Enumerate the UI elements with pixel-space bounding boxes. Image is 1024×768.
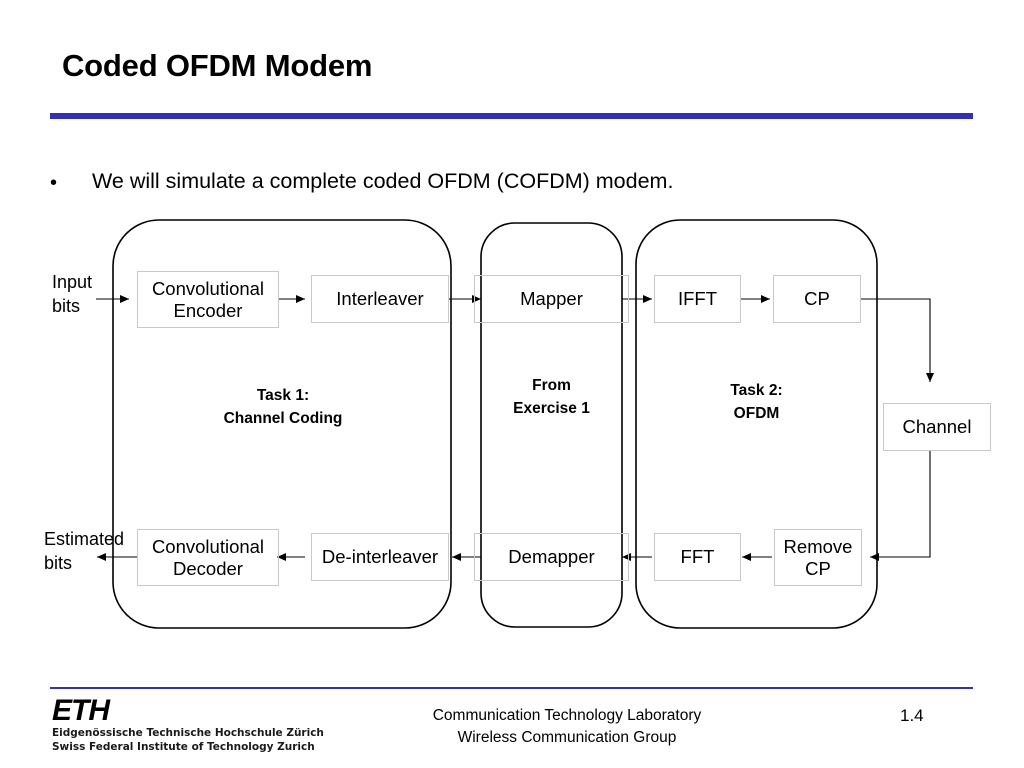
block-convolutional-decoder[interactable]: Convolutional Decoder	[137, 529, 279, 586]
group-label-task1: Task 1: Channel Coding	[223, 387, 343, 427]
bullet-marker-icon: •	[50, 172, 58, 194]
eth-logo-line-en: Swiss Federal Institute of Technology Zu…	[52, 741, 315, 753]
group-container-task1	[112, 219, 452, 629]
block-convolutional-encoder[interactable]: Convolutional Encoder	[137, 271, 279, 328]
cofdm-block-diagram: Input bits Estimated bits Task 1: Channe…	[0, 200, 1024, 660]
group-container-exercise1	[480, 222, 623, 628]
eth-logo-mark: ETH	[52, 694, 110, 727]
slide-number: 1.4	[900, 706, 924, 725]
footer-affiliation-line2: Wireless Communication Group	[457, 729, 677, 746]
block-demapper[interactable]: Demapper	[474, 533, 629, 581]
group-label-exercise1: From Exercise 1	[513, 377, 590, 417]
connector-channel-to-remove-cp	[870, 450, 931, 561]
block-de-interleaver[interactable]: De-interleaver	[311, 533, 449, 581]
bullet-row: • We will simulate a complete coded OFDM…	[50, 166, 950, 198]
footer-divider	[50, 687, 973, 689]
block-channel[interactable]: Channel	[883, 403, 991, 451]
page-title: Coded OFDM Modem	[62, 48, 373, 83]
connector-cp-to-channel	[861, 298, 934, 382]
edge-label-input-bits: Input bits	[52, 272, 93, 316]
block-interleaver[interactable]: Interleaver	[311, 275, 449, 323]
group-label-task2: Task 2: OFDM	[730, 382, 783, 422]
eth-logo: ETH Eidgenössische Technische Hochschule…	[52, 696, 352, 754]
block-cp[interactable]: CP	[773, 275, 861, 323]
diagram-vector-layer	[96, 219, 934, 629]
block-fft[interactable]: FFT	[654, 533, 741, 581]
bullet-text: We will simulate a complete coded OFDM (…	[92, 169, 674, 193]
footer-affiliation: Communication Technology Laboratory Wire…	[362, 705, 772, 749]
group-container-task2	[635, 219, 878, 629]
edge-label-estimated-bits: Estimated bits	[44, 529, 125, 573]
eth-logo-line-de: Eidgenössische Technische Hochschule Zür…	[52, 727, 324, 739]
block-remove-cp[interactable]: Remove CP	[774, 529, 862, 586]
title-divider	[50, 113, 973, 119]
block-ifft[interactable]: IFFT	[654, 275, 741, 323]
block-mapper[interactable]: Mapper	[474, 275, 629, 323]
footer-affiliation-line1: Communication Technology Laboratory	[432, 707, 702, 724]
